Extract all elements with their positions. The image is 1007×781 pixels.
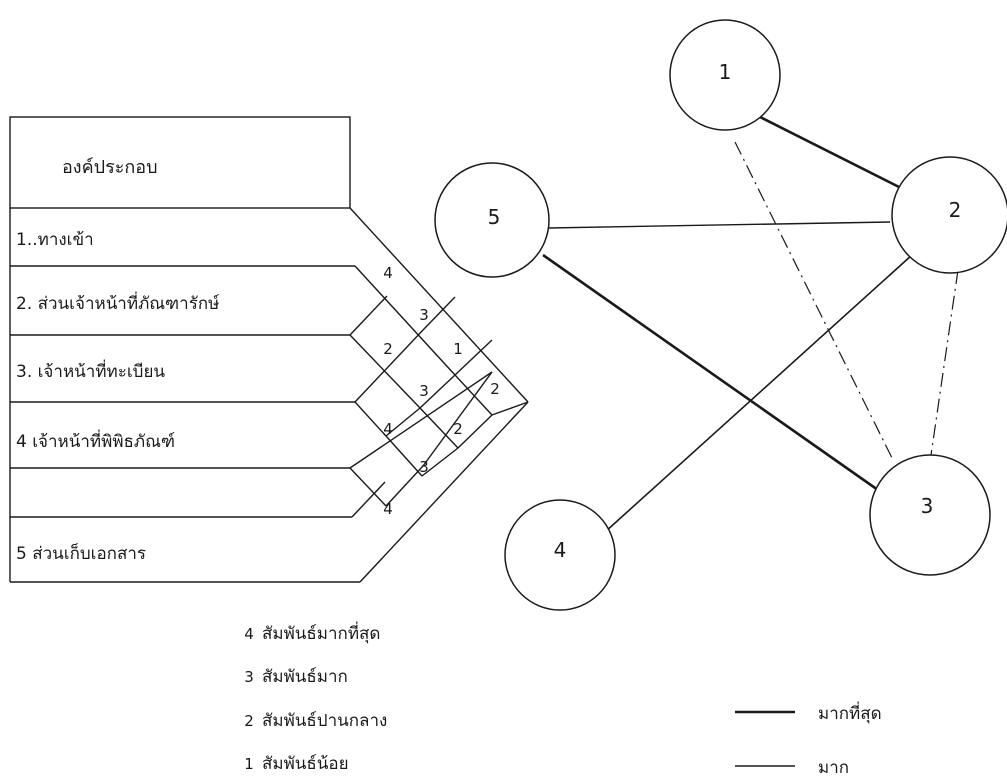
edge-1-3 bbox=[734, 141, 894, 461]
matrix-grid-line bbox=[349, 295, 388, 336]
matrix-cell-3-5: 2 bbox=[453, 420, 463, 438]
matrix-cell-2-4: 4 bbox=[383, 500, 393, 518]
scale-legend-num: 2 bbox=[244, 712, 254, 730]
matrix-grid-line bbox=[422, 371, 493, 467]
scale-legend-num: 4 bbox=[244, 625, 254, 643]
matrix-grid-line bbox=[419, 407, 459, 449]
matrix-grid-line bbox=[491, 401, 529, 416]
scale-legend-text: สัมพันธ์มาก bbox=[262, 667, 348, 687]
matrix-diamond-edge bbox=[349, 207, 529, 403]
matrix-grid-line bbox=[422, 296, 456, 331]
node-4-label: 4 bbox=[553, 538, 567, 562]
matrix-grid-line bbox=[454, 374, 493, 416]
matrix-grid-line bbox=[457, 414, 493, 449]
node-1-circle bbox=[669, 19, 781, 131]
matrix-row-4: 4 เจ้าหน้าที่พิพิธภัณฑ์ bbox=[16, 432, 175, 452]
node-4-circle bbox=[504, 499, 616, 611]
matrix-cell-1-5: 3 bbox=[419, 458, 429, 476]
matrix-grid-line bbox=[349, 467, 387, 507]
node-5-label: 5 bbox=[487, 205, 501, 229]
matrix-row-3: 3. เจ้าหน้าที่ทะเบียน bbox=[16, 362, 166, 382]
edge-1-2 bbox=[759, 115, 906, 192]
matrix-grid-line bbox=[354, 401, 387, 437]
matrix-grid-line bbox=[419, 374, 456, 409]
matrix-grid-line bbox=[385, 465, 424, 507]
matrix-grid-line bbox=[385, 435, 423, 477]
scale-legend-text: สัมพันธ์ปานกลาง bbox=[262, 711, 388, 731]
matrix-cell-3-4: 3 bbox=[419, 382, 429, 400]
matrix-grid-line bbox=[354, 329, 424, 403]
matrix-cell-4-5: 2 bbox=[490, 380, 500, 398]
node-2-circle bbox=[891, 156, 1007, 274]
matrix-grid-line bbox=[349, 371, 493, 469]
matrix-grid-line bbox=[385, 407, 421, 437]
edge-5-3 bbox=[542, 253, 879, 492]
node-5-circle bbox=[434, 162, 550, 278]
matrix-cell-2-5: 4 bbox=[383, 420, 393, 438]
scale-legend-num: 3 bbox=[244, 668, 254, 686]
node-3-label: 3 bbox=[920, 494, 934, 518]
edge-4-2 bbox=[604, 254, 913, 533]
matrix-cell-1-2: 4 bbox=[383, 264, 393, 282]
matrix-grid-line bbox=[354, 265, 456, 376]
scale-legend-text: สัมพันธ์มากที่สุด bbox=[262, 624, 381, 644]
line-legend-heavy-label: มากที่สุด bbox=[818, 704, 882, 724]
matrix-header-box bbox=[9, 116, 351, 209]
node-3-circle bbox=[869, 454, 991, 576]
edge-2-3 bbox=[929, 269, 959, 463]
scale-legend-text: สัมพันธ์น้อย bbox=[262, 754, 349, 774]
node-1-label: 1 bbox=[718, 60, 732, 84]
scale-legend-num: 1 bbox=[244, 755, 254, 773]
matrix-row-2: 2. ส่วนเจ้าหน้าที่ภัณฑารักษ์ bbox=[16, 294, 220, 314]
matrix-cell-1-4: 1 bbox=[453, 340, 463, 358]
matrix-grid-line bbox=[421, 447, 459, 477]
matrix-grid-line bbox=[454, 339, 493, 376]
matrix-cell-2-3: 3 bbox=[419, 306, 429, 324]
matrix-row-1: 1..ทางเข้า bbox=[16, 230, 94, 250]
edge-5-2 bbox=[547, 221, 891, 229]
matrix-row-5: 5 ส่วนเก็บเอกสาร bbox=[16, 544, 147, 564]
matrix-grid-line bbox=[351, 481, 386, 518]
matrix-grid-line bbox=[349, 334, 421, 409]
matrix-header: องค์ประกอบ bbox=[62, 157, 158, 178]
matrix-diamond-edge bbox=[359, 401, 529, 583]
matrix-cell-1-3: 2 bbox=[383, 340, 393, 358]
line-legend-normal-label: มาก bbox=[818, 758, 850, 778]
node-2-label: 2 bbox=[948, 198, 962, 222]
